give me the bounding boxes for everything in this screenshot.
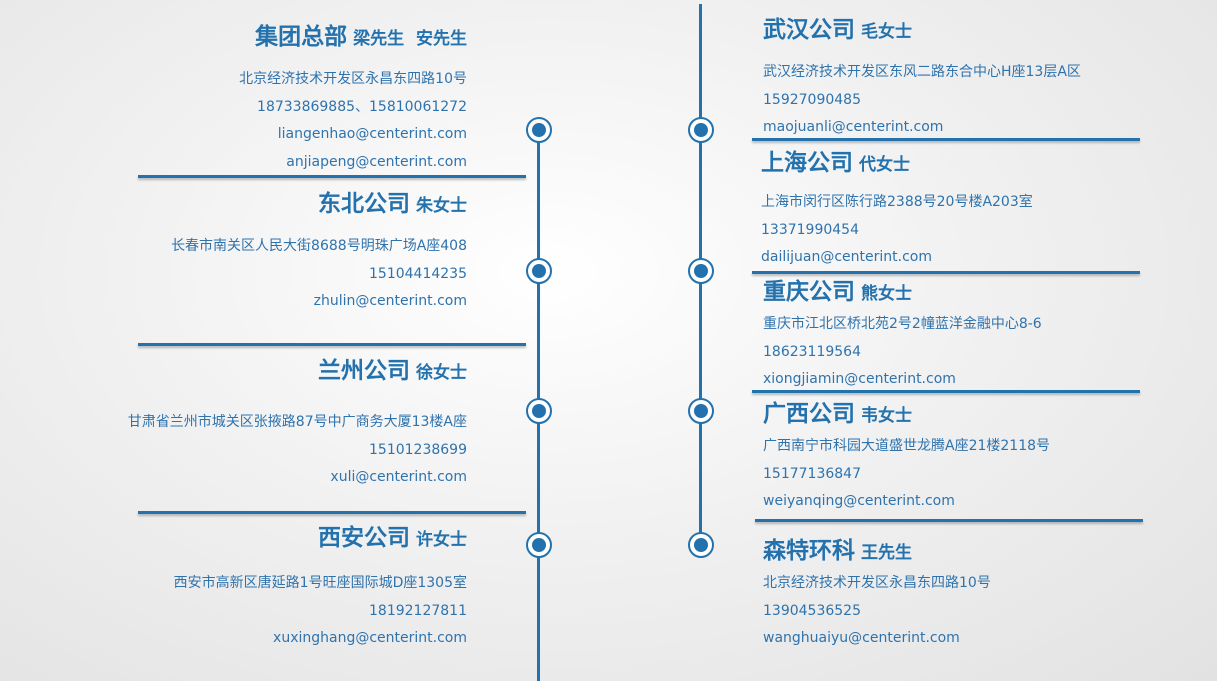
phone: 18623119564 [763, 343, 861, 360]
phone: 13904536525 [763, 602, 861, 619]
office-name: 重庆公司 [763, 279, 855, 305]
address: 广西南宁市科园大道盛世龙腾A座21楼2118号 [763, 438, 1051, 454]
email[interactable]: dailijuan@centerint.com [761, 249, 932, 265]
office-card-hq: 集团总部梁先生 安先生 北京经济技术开发区永昌东四路10号 1873386988… [239, 22, 467, 176]
divider [138, 175, 526, 178]
timeline-node [526, 117, 552, 143]
office-name: 集团总部 [255, 24, 348, 50]
email[interactable]: weiyanqing@centerint.com [763, 493, 955, 509]
office-name: 广西公司 [763, 401, 855, 427]
phone: 18192127811 [369, 602, 467, 619]
email[interactable]: maojuanli@centerint.com [763, 119, 944, 135]
divider [752, 390, 1140, 393]
office-name: 武汉公司 [763, 17, 855, 43]
timeline-node [688, 398, 714, 424]
timeline-node [688, 532, 714, 558]
office-card-xian: 西安公司许女士 西安市高新区唐延路1号旺座国际城D座1305室 18192127… [174, 523, 467, 653]
office-card-dongbei: 东北公司朱女士 长春市南关区人民大街8688号明珠广场A座408 1510441… [171, 189, 467, 316]
address: 重庆市江北区桥北苑2号2幢蓝洋金融中心8-6 [763, 316, 1042, 332]
office-card-shanghai: 上海公司代女士 上海市闵行区陈行路2388号20号楼A203室 13371990… [761, 148, 1033, 272]
timeline-node [526, 398, 552, 424]
address: 武汉经济技术开发区东风二路东合中心H座13层A区 [763, 64, 1081, 80]
phone: 15927090485 [763, 91, 861, 108]
timeline-node [526, 532, 552, 558]
timeline-node [688, 258, 714, 284]
office-name: 兰州公司 [318, 358, 410, 384]
contact-person: 许女士 [416, 530, 467, 550]
phone: 15177136847 [763, 465, 861, 482]
office-card-sente: 森特环科王先生 北京经济技术开发区永昌东四路10号 13904536525 wa… [763, 536, 991, 653]
address: 西安市高新区唐延路1号旺座国际城D座1305室 [173, 575, 467, 591]
contact-person: 徐女士 [416, 363, 467, 383]
contact-person: 代女士 [859, 155, 910, 175]
email[interactable]: zhulin@centerint.com [313, 293, 467, 309]
office-card-wuhan: 武汉公司毛女士 武汉经济技术开发区东风二路东合中心H座13层A区 1592709… [763, 15, 1081, 142]
email[interactable]: xiongjiamin@centerint.com [763, 371, 956, 387]
phone: 18733869885、15810061272 [257, 98, 467, 115]
contact-person: 熊女士 [861, 284, 912, 304]
divider [752, 271, 1140, 274]
address: 长春市南关区人民大街8688号明珠广场A座408 [171, 238, 467, 254]
office-card-chongqing: 重庆公司熊女士 重庆市江北区桥北苑2号2幢蓝洋金融中心8-6 186231195… [763, 277, 1042, 394]
address: 甘肃省兰州市城关区张掖路87号中广商务大厦13楼A座 [127, 414, 467, 430]
office-card-guangxi: 广西公司韦女士 广西南宁市科园大道盛世龙腾A座21楼2118号 15177136… [763, 399, 1050, 516]
divider [138, 511, 526, 514]
address: 北京经济技术开发区永昌东四路10号 [763, 575, 991, 591]
phone: 15104414235 [369, 265, 467, 282]
office-name: 东北公司 [318, 191, 410, 217]
phone: 13371990454 [761, 221, 859, 238]
office-card-lanzhou: 兰州公司徐女士 甘肃省兰州市城关区张掖路87号中广商务大厦13楼A座 15101… [128, 356, 467, 492]
timeline-node [688, 117, 714, 143]
divider [752, 138, 1140, 141]
phone: 15101238699 [369, 441, 467, 458]
email[interactable]: xuxinghang@centerint.com [273, 630, 467, 646]
email[interactable]: liangenhao@centerint.com [277, 126, 467, 142]
office-name: 森特环科 [763, 538, 855, 564]
divider [755, 519, 1143, 522]
email[interactable]: xuli@centerint.com [330, 469, 467, 485]
contact-person: 梁先生 安先生 [353, 29, 467, 49]
address: 上海市闵行区陈行路2388号20号楼A203室 [761, 194, 1033, 210]
contact-person: 王先生 [861, 543, 912, 563]
email[interactable]: wanghuaiyu@centerint.com [763, 630, 960, 646]
divider [138, 343, 526, 346]
email[interactable]: anjiapeng@centerint.com [286, 153, 467, 170]
address: 北京经济技术开发区永昌东四路10号 [239, 71, 467, 87]
contact-person: 毛女士 [861, 22, 912, 42]
contact-person: 朱女士 [416, 196, 467, 216]
timeline-node [526, 258, 552, 284]
office-name: 西安公司 [318, 525, 410, 551]
office-name: 上海公司 [761, 150, 853, 176]
contact-person: 韦女士 [861, 406, 912, 426]
